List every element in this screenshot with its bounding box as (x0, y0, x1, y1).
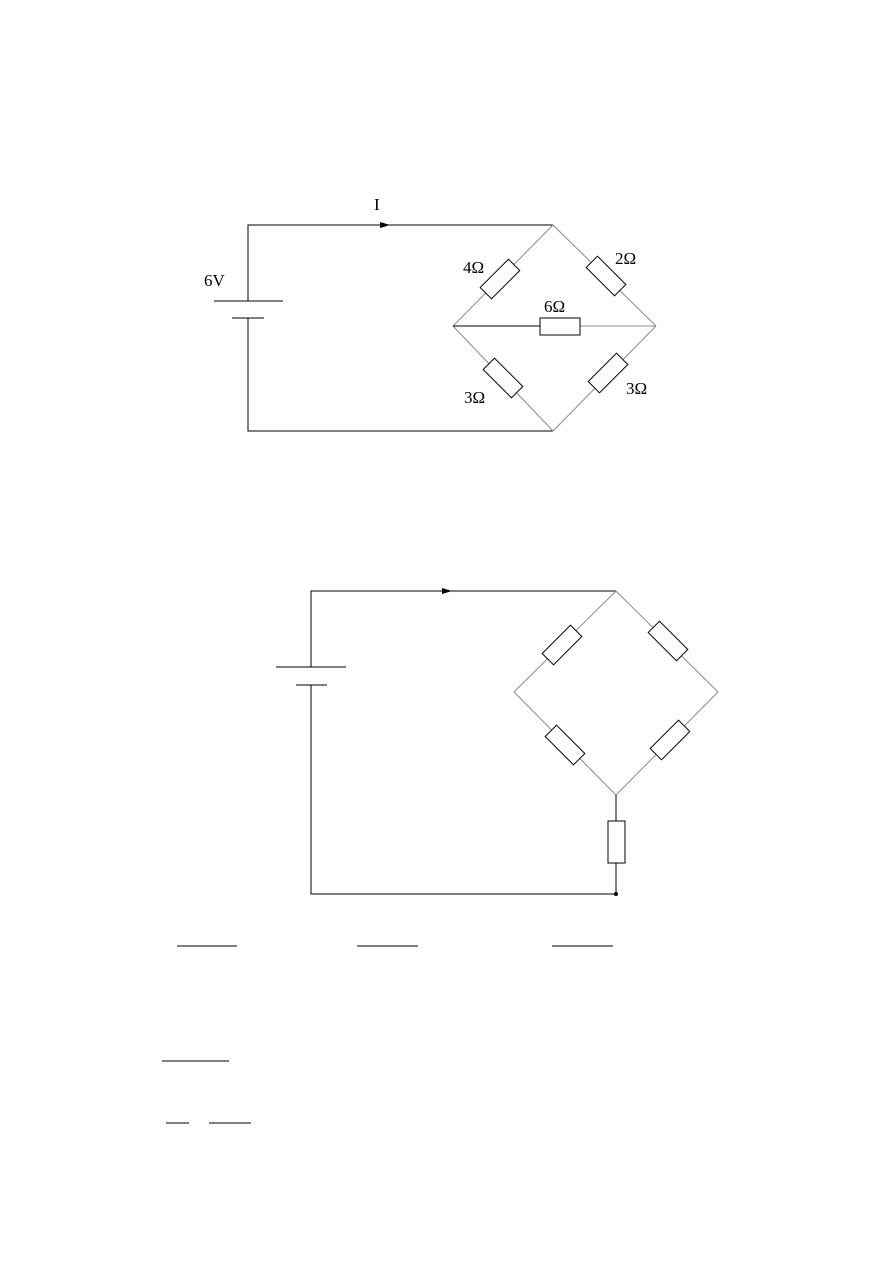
resistor-middle (539, 317, 581, 336)
current-label: I (374, 195, 380, 214)
resistor-bottom-left (482, 357, 524, 399)
resistor-2-top-left (541, 624, 583, 666)
resistor-2-series (607, 820, 626, 864)
source-label: 6V (204, 271, 226, 290)
current-arrow-2-icon (442, 588, 452, 594)
resistor-2-top-right (647, 620, 689, 662)
current-arrow-icon (380, 222, 390, 228)
bottom-wire-2 (310, 685, 616, 895)
resistor-bottom-right-label: 3Ω (626, 379, 647, 398)
resistor-bottom-left-label: 3Ω (464, 388, 485, 407)
resistor-top-right (585, 255, 627, 297)
resistor-top-left-label: 4Ω (463, 258, 484, 277)
junction-dot (614, 892, 618, 896)
circuit-1: 6V I 6Ω 4Ω 2Ω 3Ω 3Ω (204, 195, 657, 432)
top-wire (247, 224, 553, 301)
top-wire-2 (310, 590, 616, 667)
resistor-top-right-label: 2Ω (615, 249, 636, 268)
answer-blanks (162, 945, 613, 1124)
resistor-2-bottom-right (649, 719, 691, 761)
circuit-2 (276, 588, 719, 896)
resistor-middle-label: 6Ω (544, 297, 565, 316)
resistor-bottom-right (587, 352, 629, 394)
resistor-top-left (479, 258, 521, 300)
bottom-wire (247, 318, 553, 432)
resistor-2-bottom-left (544, 724, 586, 766)
